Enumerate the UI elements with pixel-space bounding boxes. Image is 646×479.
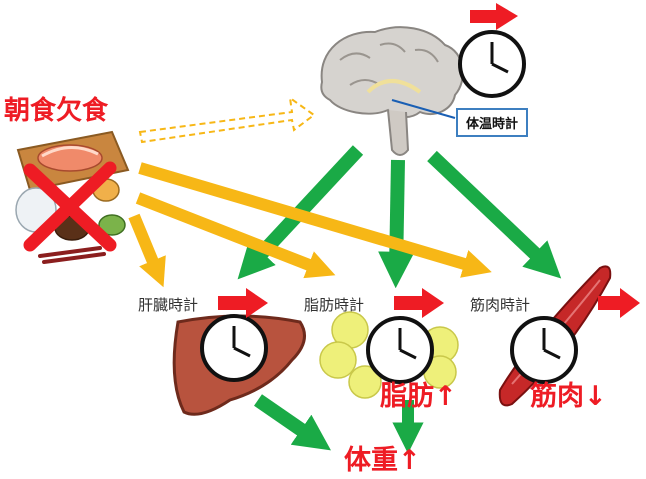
brain-clock-arrow [470,3,518,30]
fat-clock-icon [366,316,434,384]
skip-breakfast-label: 朝食欠食 [4,96,109,126]
brain-illustration [320,26,464,156]
liver-clock-icon [200,314,268,382]
cross-mark [23,161,117,252]
brain-clock-icon [458,30,526,98]
body-temp-clock-label: 体温時計 [456,108,529,137]
liver-clock-arrow [218,288,268,318]
orange-arrows [128,162,492,288]
muscle-clock-label: 筋肉時計 [470,296,531,314]
muscle-clock-icon [510,316,578,384]
weight-up-label: 体重↑ [344,445,421,476]
breakfast-illustration [15,130,130,264]
fat-clock-arrow [394,288,444,318]
muscle-down-label: 筋肉↓ [530,381,607,412]
fat-up-label: 脂肪↑ [380,381,457,412]
liver-clock-label: 肝臓時計 [138,296,199,314]
fat-clock-label: 脂肪時計 [304,296,365,314]
green-arrows [237,145,562,454]
muscle-clock-arrow [598,288,640,318]
dashed-arrow-to-brain [138,95,316,144]
